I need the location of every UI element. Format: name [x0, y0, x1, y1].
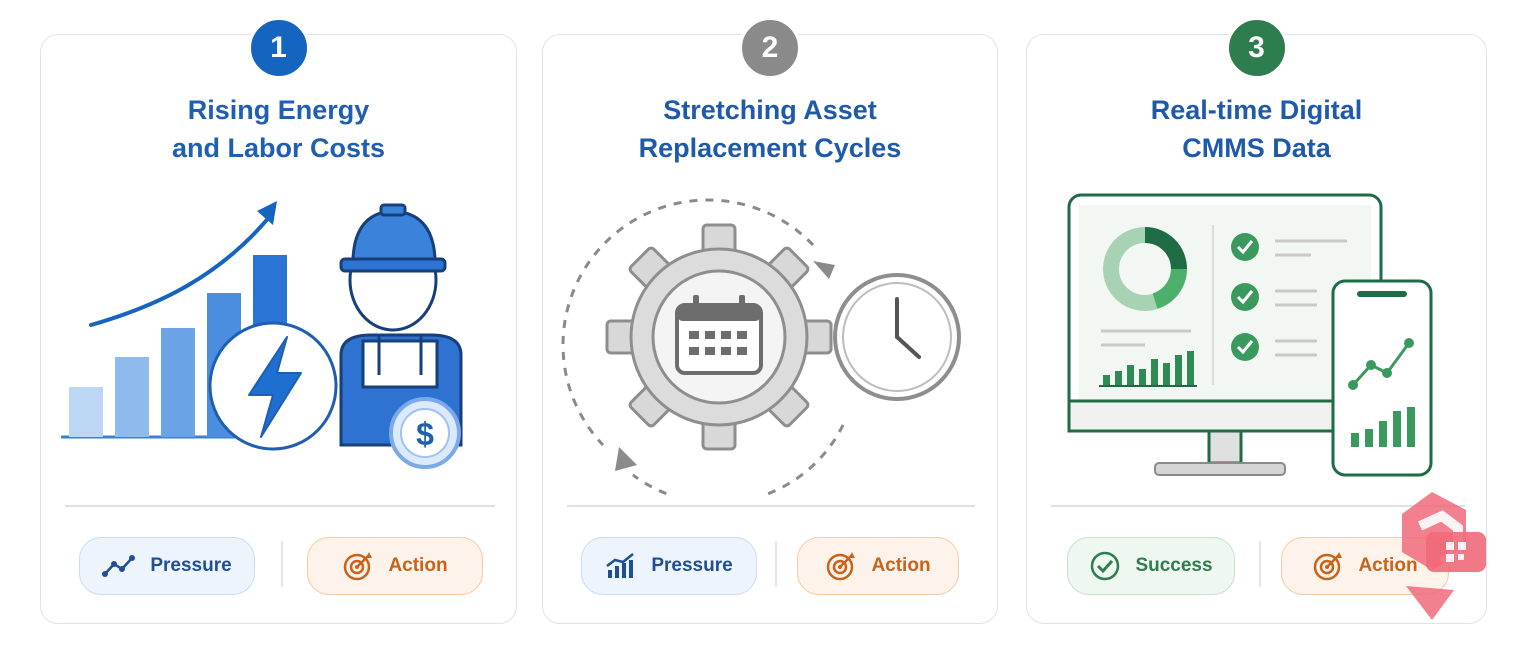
lightning-bolt-icon	[208, 321, 338, 451]
card-title: Rising Energy and Labor Costs	[41, 91, 516, 167]
dollar-coin-icon: $	[389, 397, 461, 469]
section-divider	[65, 505, 495, 507]
section-divider	[567, 505, 975, 507]
card-title-line2: and Labor Costs	[171, 133, 386, 163]
pressure-chip: Pressure	[79, 537, 255, 595]
cmms-illustration	[1067, 193, 1433, 477]
card-asset-cycles: 2 Stretching Asset Replacement Cycles	[542, 17, 998, 624]
step-number-badge: 3	[1225, 17, 1288, 79]
card-title-line1: Stretching Asset	[663, 95, 877, 125]
chip-divider	[775, 541, 777, 587]
svg-text:$: $	[416, 416, 434, 452]
card-title: Stretching Asset Replacement Cycles	[543, 91, 997, 167]
card-title-line1: Rising Energy	[187, 95, 370, 125]
worker-hardhat-icon	[339, 203, 463, 447]
card-cmms-data: 3 Real-time Digital CMMS Data	[1026, 17, 1487, 624]
gear-calendar-icon	[605, 223, 833, 451]
target-arrow-icon	[1314, 552, 1343, 581]
success-label: Success	[1135, 555, 1213, 576]
pressure-label: Pressure	[150, 555, 232, 576]
action-chip: Action	[797, 537, 959, 595]
step-number-badge: 1	[247, 17, 310, 79]
target-arrow-icon	[827, 552, 856, 581]
pressure-label: Pressure	[651, 555, 733, 576]
success-chip: Success	[1067, 537, 1235, 595]
action-chip: Action	[307, 537, 483, 595]
pressure-chip: Pressure	[581, 537, 757, 595]
card-title-line2: Replacement Cycles	[638, 133, 902, 163]
watermark-logo-icon	[1402, 492, 1486, 620]
rising-costs-illustration: $	[61, 201, 463, 469]
clock-icon	[833, 273, 961, 401]
trend-line-icon	[102, 555, 136, 577]
action-label: Action	[1358, 555, 1418, 576]
desktop-monitor-dashboard-icon	[1067, 193, 1383, 476]
cycle-arrows-icon	[561, 198, 845, 495]
step-number-badge: 2	[739, 17, 801, 79]
card-title: Real-time Digital CMMS Data	[1027, 91, 1486, 167]
card-title-line2: CMMS Data	[1182, 133, 1331, 163]
card-title-line1: Real-time Digital	[1150, 95, 1363, 125]
smartphone-chart-icon	[1331, 279, 1433, 477]
section-divider	[1051, 505, 1465, 507]
target-arrow-icon	[344, 552, 373, 581]
card-rising-costs: 1 Rising Energy and Labor Costs	[40, 17, 517, 624]
action-label: Action	[871, 555, 931, 576]
action-label: Action	[388, 555, 448, 576]
asset-cycles-illustration	[561, 198, 961, 495]
chip-divider	[1259, 541, 1261, 587]
check-circle-icon	[1091, 551, 1120, 581]
chip-divider	[281, 541, 283, 587]
bar-trend-icon	[606, 553, 635, 578]
